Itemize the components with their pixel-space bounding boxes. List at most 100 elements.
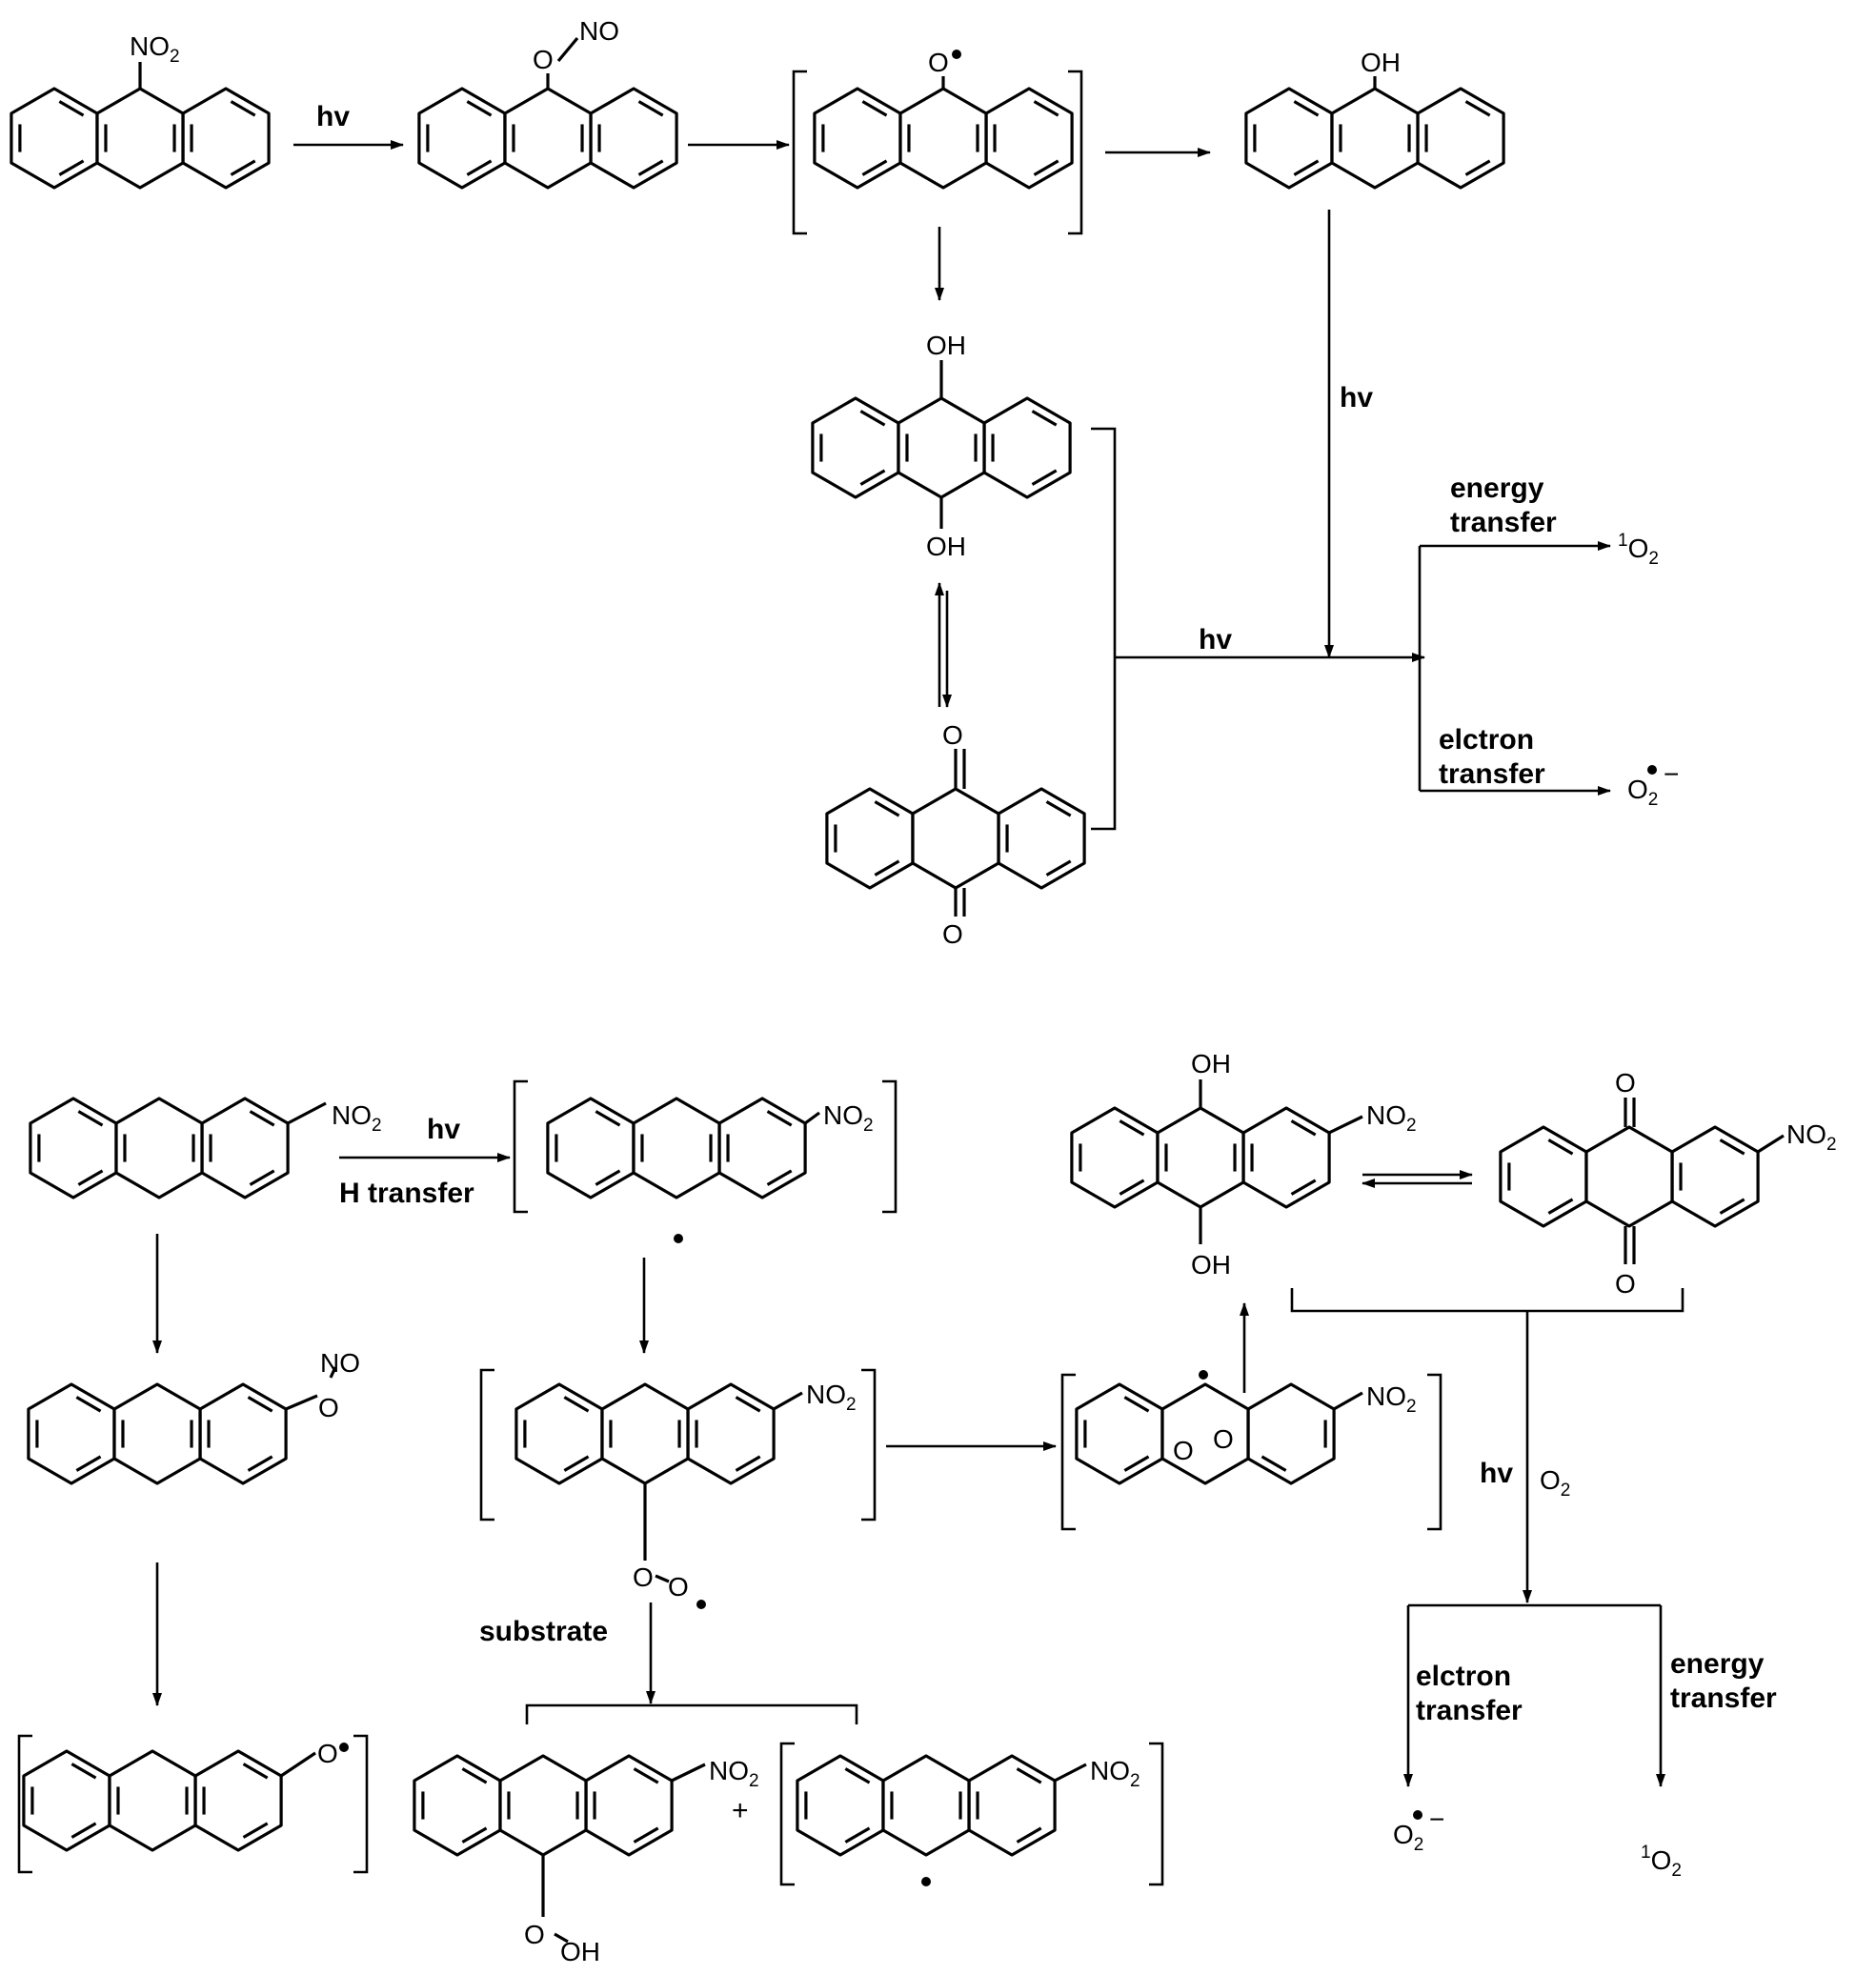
molecule-2-nitroanthracene	[29, 1097, 290, 1199]
double-bond	[563, 1455, 590, 1472]
bracket-peroxyl-right	[861, 1368, 877, 1522]
double-bond	[563, 1396, 590, 1413]
nitroso-label: NO	[579, 16, 619, 46]
double-bond	[249, 1169, 275, 1186]
double-bond	[1031, 469, 1058, 486]
double-bond	[861, 159, 888, 176]
double-bond	[1123, 1455, 1150, 1472]
superoxide-charge: −	[1664, 759, 1679, 789]
ring	[498, 1754, 588, 1857]
bracket-bottom-right	[1290, 1288, 1684, 1313]
ring	[1416, 87, 1505, 190]
double-bond	[1719, 1139, 1745, 1156]
double-bond	[874, 859, 900, 877]
ring	[503, 87, 593, 190]
double-bond	[230, 159, 256, 176]
double-bond	[58, 159, 85, 176]
radical-dot-4	[696, 1600, 706, 1609]
molecule-nitro-diol	[1070, 1106, 1331, 1209]
ring	[982, 396, 1072, 499]
ring	[198, 1382, 288, 1485]
double-bond	[75, 1396, 102, 1413]
endoperoxide-o2: O	[1213, 1424, 1234, 1454]
double-bond	[1033, 100, 1059, 117]
ring	[1499, 1125, 1588, 1228]
ring	[686, 1382, 776, 1485]
ring	[193, 1749, 283, 1852]
nitro-label-4: NO2	[806, 1380, 857, 1415]
oxygen-label: O	[533, 45, 554, 74]
double-bond	[1293, 159, 1320, 176]
double-bond	[595, 1110, 621, 1127]
c-n-bond	[1333, 1391, 1363, 1411]
double-bond	[71, 1763, 97, 1780]
oxygen-radical-label-2: O	[317, 1739, 338, 1768]
ring	[1584, 1125, 1674, 1228]
o-n-bond	[329, 1366, 337, 1379]
double-bond	[77, 1110, 104, 1127]
ring	[1241, 1106, 1331, 1209]
ring	[589, 87, 678, 190]
hv-label-2: hv	[1340, 382, 1373, 413]
c-n-bond	[804, 1111, 820, 1125]
electron-transfer-label-3: elctron	[1416, 1661, 1511, 1692]
double-bond	[77, 1169, 104, 1186]
hv-label-5: hv	[1480, 1458, 1513, 1489]
molecule-peroxyl-radical	[514, 1382, 776, 1485]
double-bond	[1033, 159, 1059, 176]
double-bond	[859, 410, 886, 427]
double-bond	[1719, 1198, 1745, 1215]
ring	[796, 1754, 885, 1857]
bracket-aryl-radical-left	[779, 1742, 795, 1886]
ring	[514, 1382, 604, 1485]
molecule-nitro-quinone	[1499, 1125, 1760, 1228]
hydroperoxy-o: O	[524, 1920, 545, 1949]
double-bond	[1119, 1119, 1145, 1137]
hv-label-3: hv	[1199, 624, 1232, 655]
superoxide-label-2: O2	[1393, 1820, 1423, 1855]
peroxy-o1: O	[633, 1562, 654, 1592]
double-bond	[75, 1455, 102, 1472]
superoxide-label: O2	[1627, 775, 1658, 810]
oxygen-radical-label: O	[928, 48, 949, 77]
nitro-label-2: NO2	[332, 1100, 382, 1136]
ring	[881, 1754, 971, 1857]
singlet-oxygen-label: 1O2	[1618, 531, 1659, 569]
ring	[181, 87, 271, 190]
ring	[1246, 1382, 1336, 1485]
ring	[417, 87, 507, 190]
double-bond	[461, 1826, 488, 1844]
double-bond	[1547, 1139, 1574, 1156]
superoxide-charge-2: −	[1429, 1804, 1444, 1834]
ring	[632, 1097, 721, 1199]
double-bond	[1290, 1179, 1317, 1196]
bracket-aryloxy-left	[17, 1734, 32, 1874]
electron-transfer-label-4: transfer	[1416, 1695, 1523, 1726]
ring	[813, 87, 902, 190]
bracket-products	[525, 1703, 858, 1724]
bracket-endoperoxide-left	[1060, 1373, 1076, 1531]
double-bond	[861, 100, 888, 117]
bracket-endoperoxide-right	[1427, 1373, 1442, 1531]
nitro-label-9: NO2	[1090, 1756, 1140, 1791]
ring	[22, 1749, 111, 1852]
molecule-anthrol	[1244, 87, 1505, 190]
c-n-bond	[1054, 1763, 1087, 1783]
molecule-oxy-radical	[813, 87, 1074, 190]
radical-dot	[952, 50, 961, 59]
ring	[200, 1097, 290, 1199]
nitroso-label-2: NO	[320, 1348, 360, 1378]
double-bond	[844, 1826, 871, 1844]
ring	[29, 1097, 118, 1199]
c-n-bond	[773, 1391, 803, 1411]
double-bond	[1547, 1198, 1574, 1215]
c-o-bond	[280, 1751, 316, 1778]
double-bond	[735, 1455, 761, 1472]
ring	[911, 787, 1000, 890]
molecule-aryl-radical	[796, 1754, 1057, 1857]
ring	[717, 1097, 807, 1199]
oxygen-reagent-label: O2	[1540, 1465, 1570, 1501]
molecule-anthraquinone	[825, 787, 1086, 890]
ring	[108, 1749, 197, 1852]
